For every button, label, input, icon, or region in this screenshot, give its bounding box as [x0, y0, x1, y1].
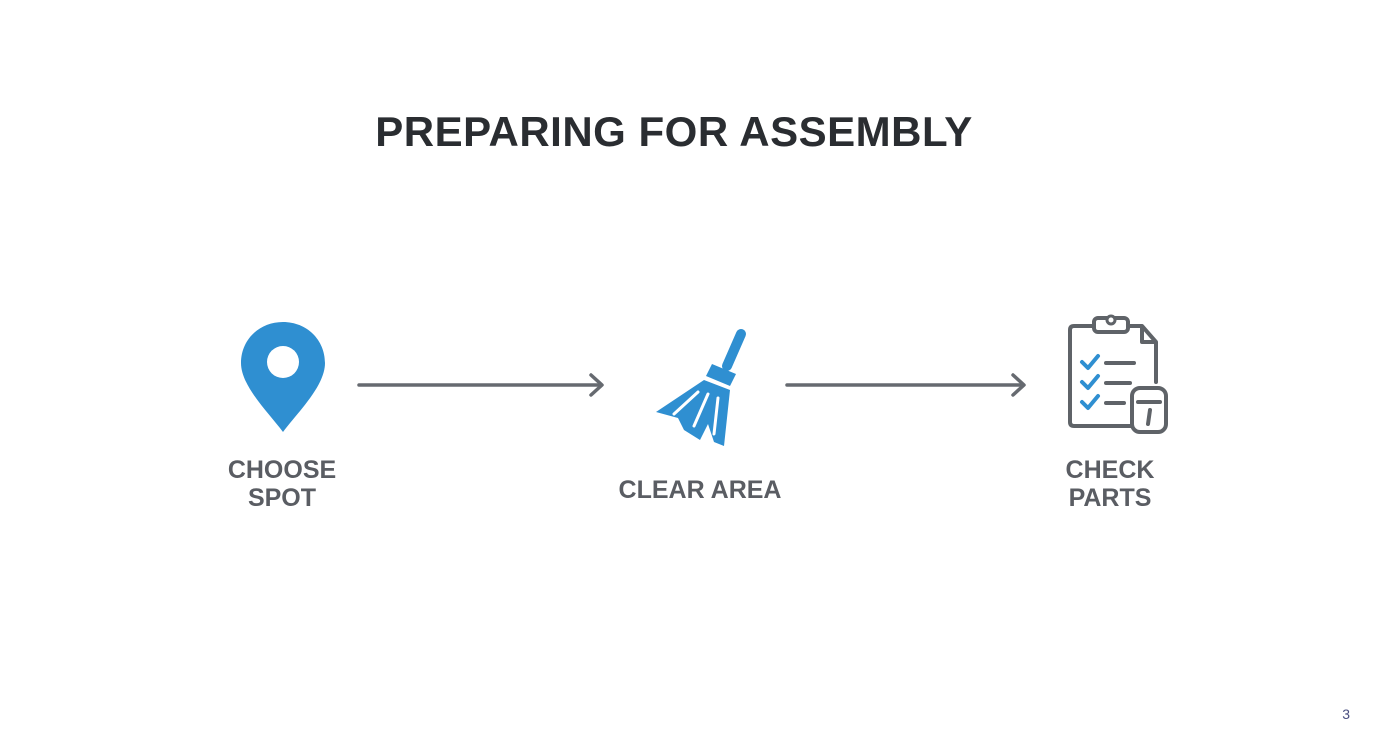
page-number: 3	[1342, 706, 1350, 722]
step-label-check-parts: CHECK PARTS	[1000, 456, 1220, 512]
step-label-clear-area: CLEAR AREA	[590, 476, 810, 504]
step-label-line: SPOT	[247, 484, 317, 512]
step-label-line: CHOOSE	[227, 456, 337, 484]
step-label-line: PARTS	[1068, 484, 1152, 512]
arrow-right-icon	[785, 373, 1026, 397]
arrow-right-icon	[357, 373, 604, 397]
checklist-clipboard-icon	[1068, 314, 1168, 434]
step-label-line: CHECK	[1065, 456, 1155, 484]
slide-title: PREPARING FOR ASSEMBLY	[375, 108, 973, 155]
location-pin-icon	[241, 322, 325, 432]
step-label-choose-spot: CHOOSE SPOT	[172, 456, 392, 512]
broom-icon	[656, 329, 746, 446]
step-label-line: CLEAR AREA	[618, 476, 782, 504]
